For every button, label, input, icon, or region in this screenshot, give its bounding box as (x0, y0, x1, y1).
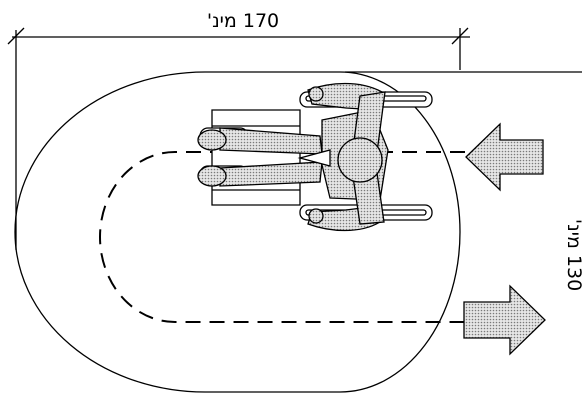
arrow-left-icon (465, 122, 544, 192)
turning-path-dashed (99, 151, 465, 323)
height-dimension-label: 130 מינ' (563, 219, 582, 291)
turning-space-outline (14, 71, 461, 393)
arrow-right-icon (463, 284, 546, 356)
wheelchair-user-icon (197, 82, 433, 232)
width-dimension-label: 170 מינ' (207, 10, 279, 32)
